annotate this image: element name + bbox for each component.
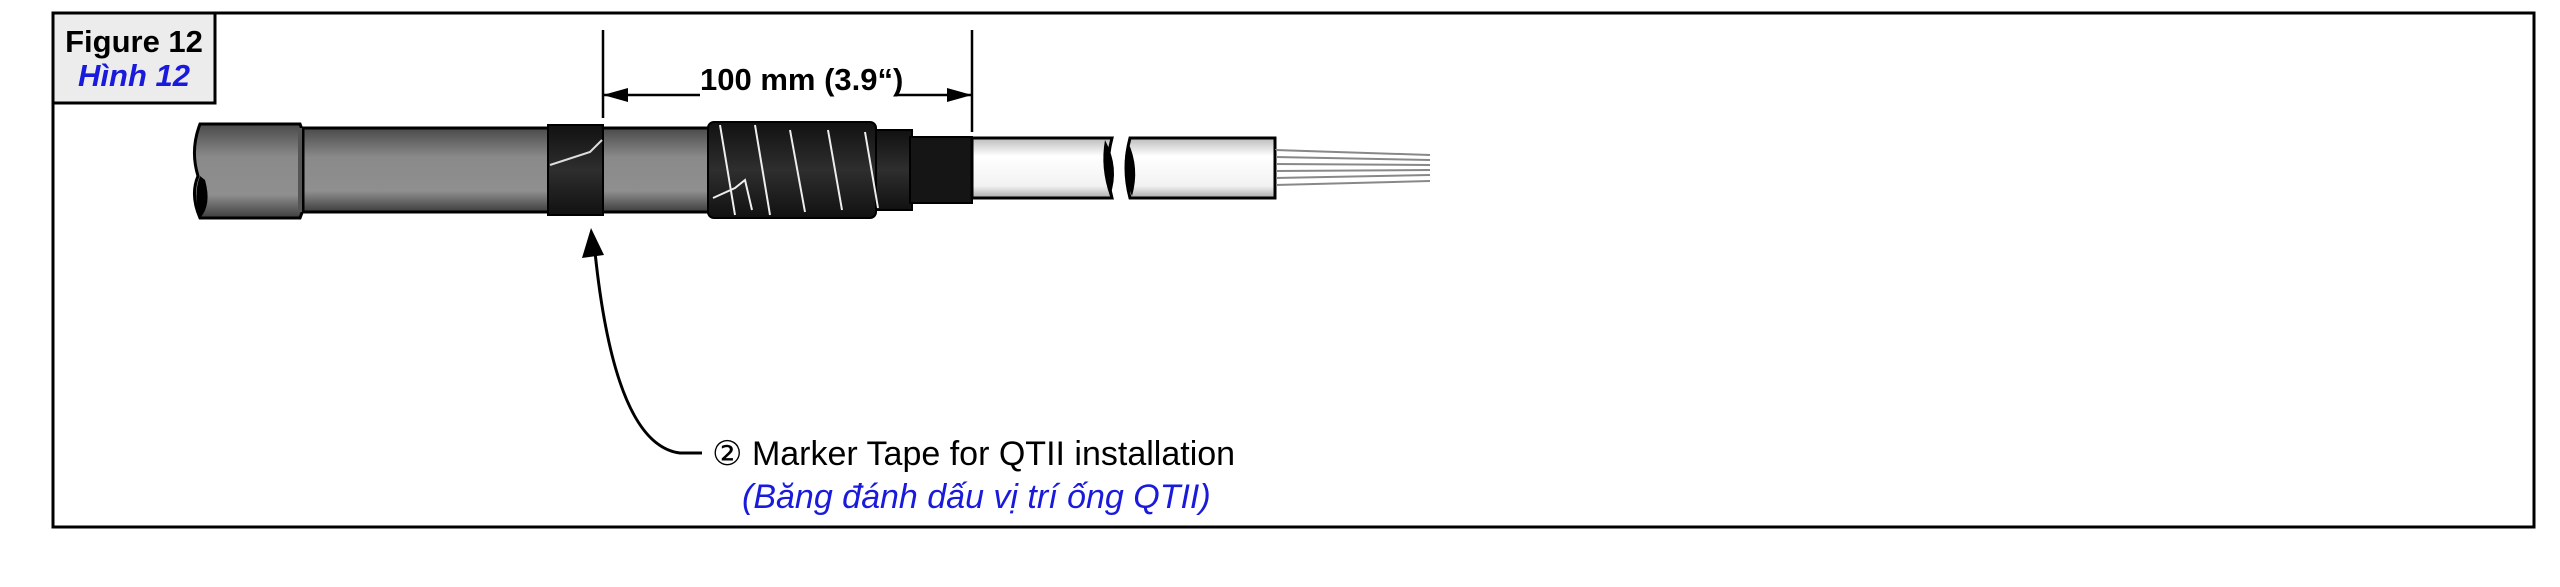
- figure-title: Figure 12: [65, 24, 203, 59]
- conductor-strands: [1274, 149, 1431, 188]
- dimension-label: 100 mm (3.9“): [700, 62, 904, 97]
- callout-text: Marker Tape for QTII installation: [751, 435, 1236, 473]
- wrapped-tape-section: [707, 121, 973, 219]
- figure-subtitle: Hình 12: [78, 58, 190, 93]
- callout-arrow: [582, 228, 702, 455]
- callout-label: ② Marker Tape for QTII installation: [712, 434, 1235, 474]
- callout-translation: (Băng đánh dấu vị trí ống QTII): [742, 478, 1211, 516]
- figure-label-box: [51, 11, 217, 105]
- conductor-insulation: [970, 136, 1277, 200]
- figure-frame: [51, 11, 2536, 529]
- dimension-indicator: [601, 30, 974, 132]
- marker-tape: [547, 124, 604, 216]
- callout-number: ②: [712, 435, 743, 473]
- cable-jacket: [193, 122, 715, 220]
